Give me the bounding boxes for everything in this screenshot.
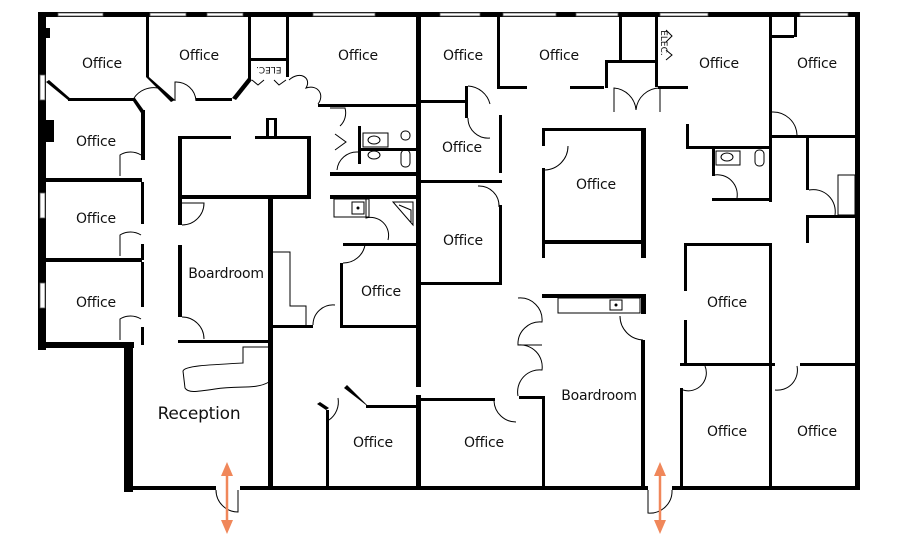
interior-walls: [46, 17, 855, 490]
room-label-office-5: Office: [539, 48, 579, 64]
room-label-office-7: Office: [797, 56, 837, 72]
room-label-office-2: Office: [179, 48, 219, 64]
room-label-office-11: Office: [76, 211, 116, 227]
room-label-reception: Reception: [157, 404, 241, 424]
room-label-office-12: Office: [443, 233, 483, 249]
door-swings: [119, 29, 856, 514]
room-label-office-6: Office: [699, 56, 739, 72]
room-label-office-4: Office: [443, 48, 483, 64]
utility-label-elec-2: ELEC.: [657, 30, 668, 56]
room-label-boardroom-1: Boardroom: [188, 266, 264, 282]
entrance-arrow-west: [221, 462, 233, 534]
room-label-boardroom-2: Boardroom: [561, 388, 637, 404]
room-label-office-3: Office: [338, 48, 378, 64]
entrance-arrow-east: [654, 462, 666, 534]
room-label-office-15: Office: [707, 295, 747, 311]
room-label-office-18: Office: [707, 424, 747, 440]
utility-label-elec-1: ELEC.: [256, 64, 282, 74]
room-label-office-14: Office: [76, 295, 116, 311]
room-label-office-16: Office: [353, 435, 393, 451]
room-label-office-10: Office: [576, 177, 616, 193]
room-label-office-17: Office: [464, 435, 504, 451]
room-label-office-19: Office: [797, 424, 837, 440]
room-label-office-1: Office: [82, 56, 122, 72]
room-label-office-9: Office: [442, 140, 482, 156]
room-label-office-13: Office: [361, 284, 401, 300]
outer-walls: [38, 12, 860, 492]
room-label-office-8: Office: [76, 134, 116, 150]
